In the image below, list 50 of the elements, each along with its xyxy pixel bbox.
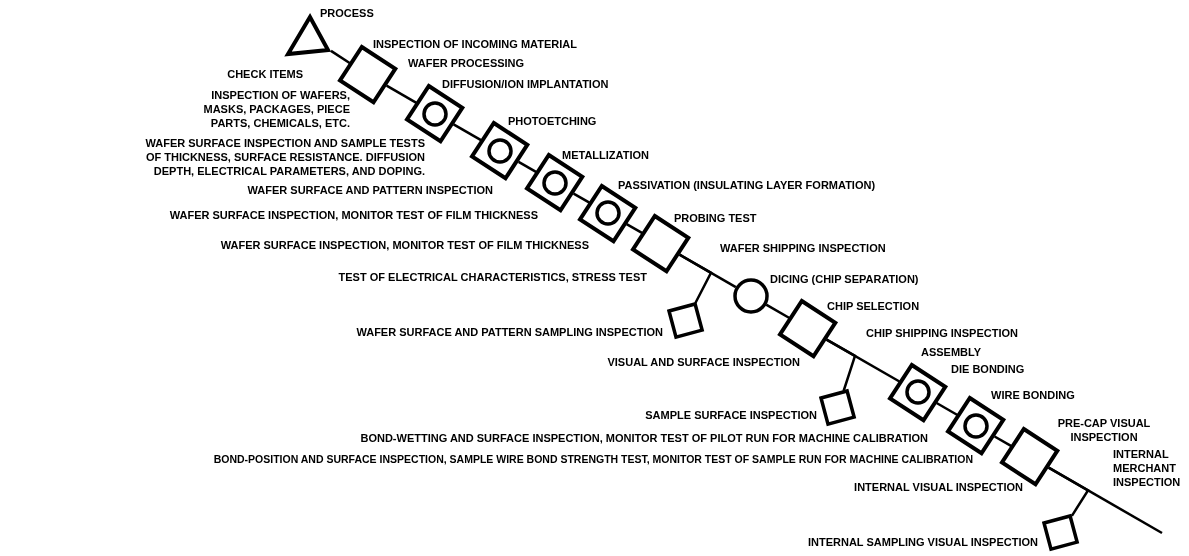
process-step-label: CHIP SELECTION [827, 299, 920, 313]
check-item-label: SAMPLE SURFACE INSPECTION [645, 408, 817, 422]
check-item-label: WAFER SURFACE INSPECTION AND SAMPLE TESTS OF THICKNESS, SURFACE RESISTANCE. DIFFUSION DEPTH, ELECTRICAL PARAMETERS, AND DOPING. [145, 136, 425, 178]
flow-line [994, 435, 1012, 448]
process-step-label: PASSIVATION (INSULATING LAYER FORMATION) [618, 178, 876, 192]
process-circle [542, 169, 568, 196]
check-item-label: WAFER SURFACE INSPECTION, MONITOR TEST OF FILM THICKNESS [220, 238, 589, 252]
process-circle [905, 379, 931, 406]
step-label: CHIP SHIPPING INSPECTION [866, 326, 1018, 340]
check-item-label: INTERNAL VISUAL INSPECTION [854, 480, 1023, 494]
process-step-label: DICING (CHIP SEPARATION) [770, 272, 919, 286]
check-item-label: BOND-POSITION AND SURFACE INSPECTION, SAMPLE WIRE BOND STRENGTH TEST, MONITOR TEST OF SAMPLE RUN FOR MACHINE CALIBRATION [213, 452, 973, 466]
process-circle [733, 277, 769, 314]
process-step-label: DIFFUSION/ION IMPLANTATION [442, 77, 609, 91]
flow-line [765, 303, 791, 320]
check-item-label: INTERNAL SAMPLING VISUAL INSPECTION [808, 535, 1038, 549]
flow-line [330, 49, 351, 65]
section-heading: WAFER PROCESSING [408, 56, 525, 70]
process-circle [487, 138, 513, 165]
process-circle [595, 200, 621, 227]
process-step-label: PROBING TEST [674, 211, 757, 225]
check-item-label: INSPECTION OF WAFERS, MASKS, PACKAGES, PIECE PARTS, CHEMICALS, ETC. [202, 88, 350, 130]
flow-line [573, 192, 590, 204]
process-circle [422, 100, 448, 127]
check-item-label: VISUAL AND SURFACE INSPECTION [607, 355, 800, 369]
step-label: INTERNAL MERCHANT INSPECTION [1113, 447, 1182, 489]
check-item-label: TEST OF ELECTRICAL CHARACTERISTICS, STRESS TEST [338, 270, 647, 284]
process-step-label: PHOTOETCHING [508, 114, 597, 128]
flow-line [517, 160, 538, 174]
flow-line [385, 84, 418, 104]
process-step-label: WIRE BONDING [991, 388, 1075, 402]
column-heading: CHECK ITEMS [227, 67, 303, 81]
process-step-label: INSPECTION OF INCOMING MATERIAL [373, 37, 577, 51]
check-item-label: WAFER SURFACE AND PATTERN INSPECTION [247, 183, 493, 197]
section-heading: ASSEMBLY [921, 345, 982, 359]
check-item-label: WAFER SURFACE AND PATTERN SAMPLING INSPECTION [356, 325, 663, 339]
check-item-label: WAFER SURFACE INSPECTION, MONITOR TEST OF FILM THICKNESS [169, 208, 538, 222]
step-label: WAFER SHIPPING INSPECTION [720, 241, 886, 255]
flow-line [452, 123, 483, 142]
process-step-label: METALLIZATION [562, 148, 649, 162]
flow-line [1047, 466, 1090, 517]
process-step-label: DIE BONDING [951, 362, 1025, 376]
check-item-label: BOND-WETTING AND SURFACE INSPECTION, MONITOR TEST OF PILOT RUN FOR MACHINE CALIBRATION [360, 431, 928, 445]
flow-line [678, 253, 713, 304]
process-step-label: PRE-CAP VISUAL INSPECTION [1056, 416, 1152, 444]
flow-line [935, 401, 959, 417]
flow-line [626, 223, 643, 235]
column-heading: PROCESS [320, 6, 374, 20]
process-circle [963, 412, 989, 439]
flow-line [825, 338, 857, 392]
